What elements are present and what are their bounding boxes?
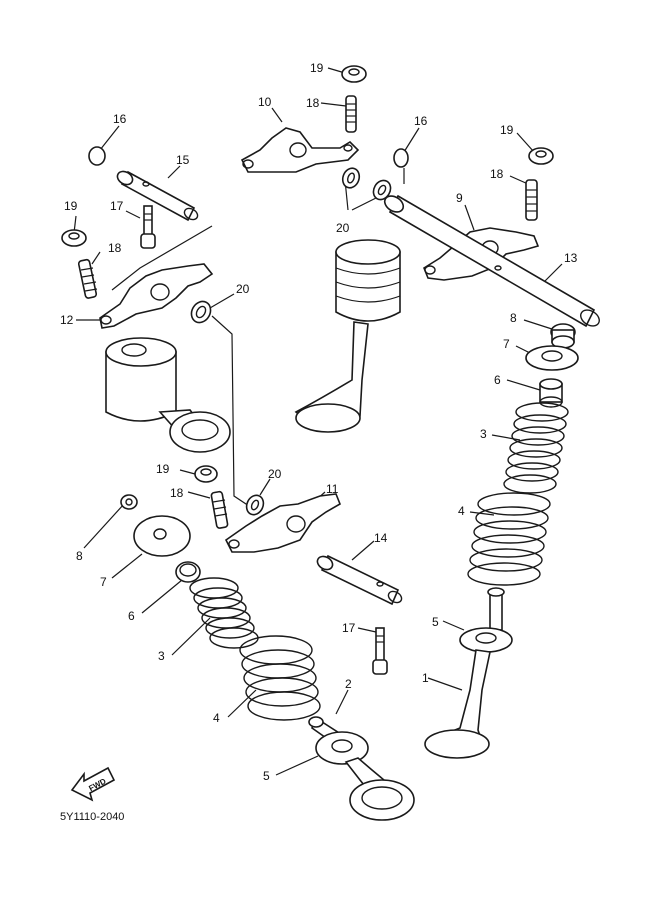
callout-18-top: 18 <box>306 96 320 110</box>
callout-19-center: 19 <box>156 462 170 476</box>
callout-6-right: 6 <box>494 373 501 387</box>
rocker-shaft-13 <box>383 194 600 328</box>
callout-11: 11 <box>326 482 339 496</box>
callout-5-left: 5 <box>263 769 270 783</box>
callout-7-right: 7 <box>503 337 510 351</box>
washer-top-b <box>372 179 392 201</box>
callout-17-upper: 17 <box>110 199 124 213</box>
rocker-shaft-14 <box>316 554 403 606</box>
callout-18-center: 18 <box>170 486 184 500</box>
callout-20-left: 20 <box>236 282 250 296</box>
lock-nut-right <box>528 147 554 165</box>
callout-1: 1 <box>422 671 429 685</box>
valve-tappet-left <box>105 337 231 453</box>
callout-7-left: 7 <box>100 575 107 589</box>
callout-20-center: 20 <box>268 467 282 481</box>
lock-nut-top <box>341 65 367 83</box>
callout-17-lower: 17 <box>342 621 356 635</box>
spring-retainer-right <box>525 345 579 371</box>
callout-10: 10 <box>258 95 272 109</box>
rocker-arm-11 <box>224 493 342 553</box>
spring-retainer-left <box>133 515 191 557</box>
valve-cotter-right <box>550 323 576 349</box>
bolt-17-lower <box>372 627 388 675</box>
callout-8-left: 8 <box>76 549 83 563</box>
outer-spring-right <box>467 492 551 586</box>
callout-12: 12 <box>60 313 74 327</box>
washer-center <box>245 494 265 516</box>
inner-spring-right <box>503 402 569 494</box>
inner-spring-left <box>189 577 259 649</box>
callout-19-top: 19 <box>310 61 324 75</box>
callout-18-left: 18 <box>108 241 122 255</box>
valve-exhaust-right <box>424 587 513 759</box>
lock-nut-left <box>61 229 87 247</box>
callout-16-left: 16 <box>113 112 127 126</box>
rocker-arm-10 <box>240 127 360 173</box>
callout-8-right: 8 <box>510 311 517 325</box>
washer-top-a <box>341 167 361 189</box>
spring-seat-left <box>175 561 201 583</box>
callout-18-right: 18 <box>490 167 504 181</box>
rocker-shaft-15 <box>116 170 199 222</box>
valve-cotter-left <box>120 494 138 510</box>
valve-tappet-upper <box>294 239 401 433</box>
adjusting-screw-top <box>345 95 357 133</box>
callout-6-left: 6 <box>128 609 135 623</box>
callout-4-right: 4 <box>458 504 465 518</box>
callout-5-right: 5 <box>432 615 439 629</box>
callout-4-left: 4 <box>213 711 220 725</box>
adjusting-screw-right <box>525 179 538 221</box>
adjusting-screw-left <box>77 258 98 299</box>
callout-2: 2 <box>345 677 352 691</box>
o-ring-left <box>88 146 106 166</box>
callout-3-right: 3 <box>480 427 487 441</box>
rocker-arm-12 <box>99 263 214 329</box>
callout-13: 13 <box>564 251 578 265</box>
washer-left <box>190 300 212 324</box>
forward-direction-arrow: FWD <box>70 766 116 802</box>
callout-16-right: 16 <box>414 114 428 128</box>
adjusting-screw-center <box>210 490 229 529</box>
valve-intake-left <box>308 716 415 821</box>
o-ring-right <box>393 148 409 168</box>
callout-19-left: 19 <box>64 199 78 213</box>
diagram-code: 5Y1110-2040 <box>60 811 124 823</box>
callout-9: 9 <box>456 191 463 205</box>
outer-spring-left <box>239 635 321 721</box>
callout-15: 15 <box>176 153 190 167</box>
bolt-17-upper <box>140 205 156 249</box>
spring-seat-right <box>539 378 563 408</box>
lock-nut-center <box>194 465 218 483</box>
callout-3-left: 3 <box>158 649 165 663</box>
callout-labels: 19 18 10 16 15 16 19 18 9 19 17 18 20 13… <box>60 61 578 783</box>
callout-19-right: 19 <box>500 123 514 137</box>
callout-14: 14 <box>374 531 388 545</box>
callout-20-top: 20 <box>336 221 350 235</box>
